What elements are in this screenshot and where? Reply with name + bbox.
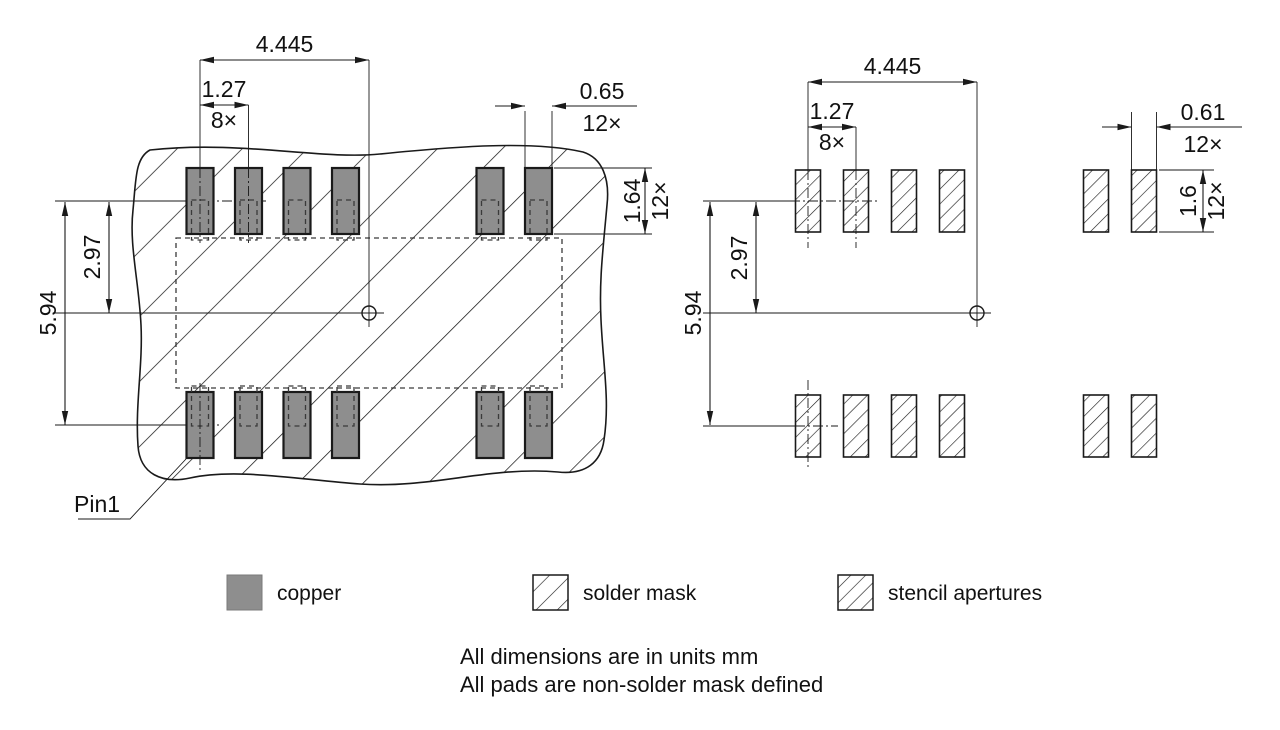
stencil-aperture <box>794 169 822 233</box>
stencil-aperture <box>842 169 870 233</box>
pin1-label: Pin1 <box>74 491 120 517</box>
dim-qty-pitch: 8× <box>819 129 845 155</box>
center-mark <box>969 305 985 321</box>
dim-aperture-width: 0.61 12× <box>1102 99 1242 170</box>
dim-span: 4.445 <box>200 31 369 64</box>
stencil-figure: 4.445 1.27 8× 0.61 12× 1 <box>680 53 1242 470</box>
copper-pad <box>523 390 554 460</box>
stencil-aperture <box>938 394 966 458</box>
center-mark <box>361 305 377 321</box>
dim-arrow <box>105 299 113 313</box>
dim-label-row-span: 5.94 <box>35 290 61 335</box>
dim-label-pad-height: 1.64 <box>619 178 645 223</box>
pin1-leader <box>78 458 187 520</box>
dim-aperture-height: 1.6 12× <box>1159 169 1229 233</box>
dim-label-span: 4.445 <box>256 31 314 57</box>
copper-pad <box>330 390 361 460</box>
dim-row-span: 5.94 <box>35 202 69 425</box>
lead-outline <box>529 199 548 241</box>
dim-pad-width: 0.65 12× <box>495 78 637 168</box>
dim-pad-height: 1.64 12× <box>554 167 673 235</box>
notes: All dimensions are in units mm All pads … <box>460 644 823 697</box>
dim-row-offset: 2.97 <box>726 202 760 313</box>
dim-label-aperture-width: 0.61 <box>1181 99 1226 125</box>
dim-arrow <box>511 102 525 110</box>
dim-qty-aperture-width: 12× <box>1183 131 1222 157</box>
lead-outline <box>336 199 355 241</box>
dim-arrow <box>355 56 369 64</box>
dim-span: 4.445 <box>808 53 977 86</box>
legend-label-stencil-apertures: stencil apertures <box>888 582 1042 605</box>
legend: copper solder mask stencil apertures <box>226 574 1042 611</box>
stencil-aperture <box>1130 169 1158 233</box>
copper-pad <box>330 166 361 236</box>
dim-label-pitch: 1.27 <box>810 98 855 124</box>
note-mask-defined: All pads are non-solder mask defined <box>460 672 823 697</box>
apertures-top-row <box>794 169 1158 233</box>
dim-row-offset: 2.97 <box>79 202 113 313</box>
stencil-aperture <box>890 169 918 233</box>
dim-arrow <box>752 299 760 313</box>
dim-qty-aperture-height: 12× <box>1203 181 1229 220</box>
stencil-aperture <box>1130 394 1158 458</box>
stencil-aperture <box>794 394 822 458</box>
solder-mask-swatch <box>532 574 569 611</box>
dim-arrow <box>1156 123 1171 131</box>
dim-arrow <box>1117 123 1132 131</box>
dim-label-row-span: 5.94 <box>680 290 706 335</box>
footprint-figure: 4.445 1.27 8× 0.65 12× 1 <box>35 31 673 520</box>
copper-pad <box>475 166 505 236</box>
stencil-aperture <box>1082 394 1110 458</box>
dim-qty-pad-height: 12× <box>647 181 673 220</box>
stencil-aperture <box>842 394 870 458</box>
copper-pads-bottom-row <box>185 390 554 460</box>
dim-label-aperture-height: 1.6 <box>1175 185 1201 217</box>
dim-qty-pad-width: 12× <box>582 110 621 136</box>
dim-arrow <box>752 202 760 216</box>
lead-outline <box>287 385 307 427</box>
stencil-aperture <box>938 169 966 233</box>
pin1-callout: Pin1 <box>74 458 187 520</box>
dim-arrow <box>61 411 69 425</box>
note-units: All dimensions are in units mm <box>460 644 758 669</box>
dim-pitch: 1.27 8× <box>808 98 856 155</box>
dim-arrow <box>963 78 977 86</box>
lead-outline <box>529 385 548 427</box>
lead-outline <box>239 385 258 427</box>
dim-label-row-offset: 2.97 <box>79 235 105 280</box>
copper-pad <box>282 166 312 236</box>
lead-outline <box>336 385 355 427</box>
lead-outline <box>287 199 307 241</box>
stencil-apertures-swatch <box>837 574 874 611</box>
dim-label-row-offset: 2.97 <box>726 236 752 281</box>
dim-arrow <box>200 56 214 64</box>
dim-label-span: 4.445 <box>864 53 922 79</box>
dim-arrow <box>552 102 566 110</box>
copper-pad <box>475 390 505 460</box>
stencil-aperture <box>890 394 918 458</box>
stencil-aperture <box>1082 169 1110 233</box>
dim-arrow <box>706 202 714 216</box>
apertures-bottom-row <box>794 394 1158 458</box>
lead-outline <box>480 199 500 241</box>
dim-arrow <box>105 202 113 216</box>
lead-outline <box>480 385 500 427</box>
copper-pad <box>282 390 312 460</box>
dim-row-span: 5.94 <box>680 202 714 425</box>
dim-arrow <box>808 78 822 86</box>
dim-qty-pitch: 8× <box>211 107 237 133</box>
legend-label-copper: copper <box>277 582 341 605</box>
legend-label-solder-mask: solder mask <box>583 582 697 605</box>
copper-pad <box>523 166 554 236</box>
copper-pad <box>233 390 264 460</box>
dim-label-pitch: 1.27 <box>202 76 247 102</box>
dim-pitch: 1.27 8× <box>200 76 249 133</box>
dim-arrow <box>61 202 69 216</box>
dim-arrow <box>706 411 714 425</box>
dim-label-pad-width: 0.65 <box>580 78 625 104</box>
copper-swatch <box>226 574 263 611</box>
